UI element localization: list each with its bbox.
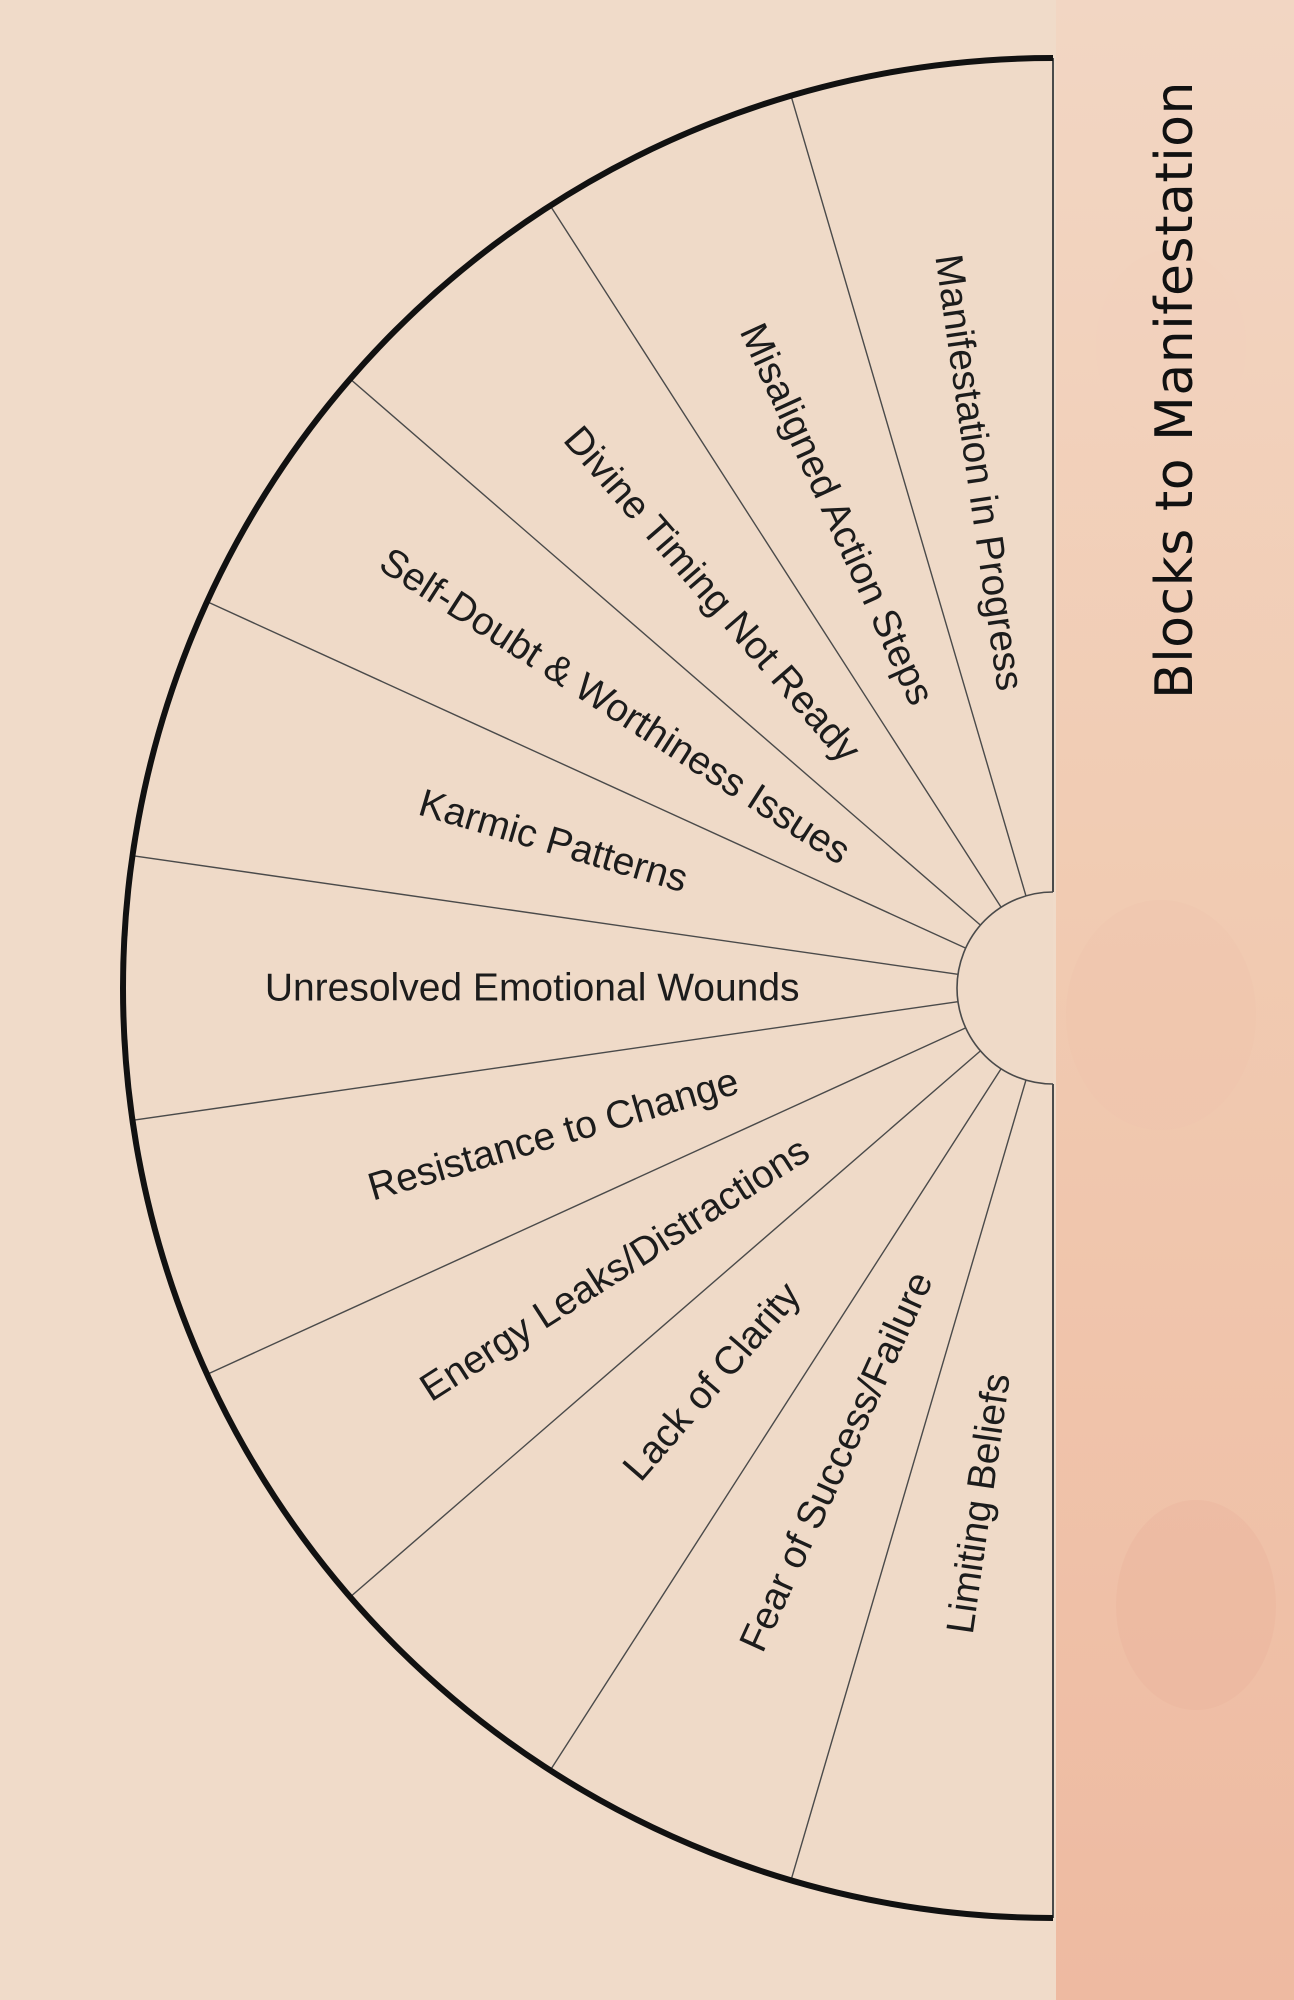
wheel-spoke <box>206 601 966 949</box>
watercolor-texture <box>1096 250 1246 440</box>
wheel-rim-arc <box>120 55 1054 1921</box>
wheel-spoke <box>549 1068 1002 1771</box>
title-panel <box>1056 0 1294 2000</box>
wheel-spoke <box>132 854 959 976</box>
watercolor-texture <box>1066 900 1256 1130</box>
wheel-face-fill <box>123 58 1053 1918</box>
watercolor-texture <box>1116 1500 1276 1710</box>
wheel-spokes <box>132 58 1054 1918</box>
wheel-spoke <box>206 1027 966 1375</box>
wheel-rim <box>120 55 1054 1921</box>
wheel-face <box>123 58 1053 1918</box>
wheel-spoke <box>349 378 981 926</box>
wheel-spoke <box>790 95 1027 897</box>
wheel-spoke <box>349 1050 981 1598</box>
segment-label: Unresolved Emotional Wounds <box>265 967 800 1010</box>
wheel-spoke <box>132 1000 959 1122</box>
wheel-spoke <box>790 1079 1027 1881</box>
wheel-spoke <box>549 205 1002 908</box>
wheel-hub <box>956 891 1054 1085</box>
